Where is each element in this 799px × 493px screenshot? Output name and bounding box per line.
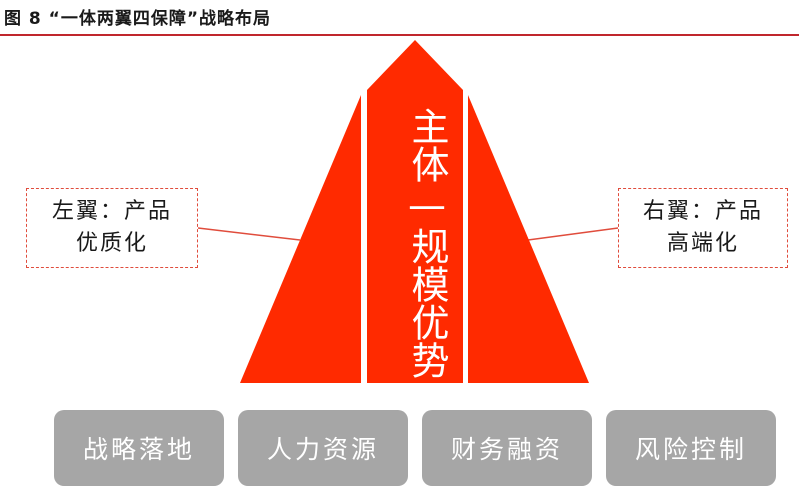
figure-title: 图 8 “一体两翼四保障”战略布局 (4, 9, 272, 29)
left-wing-line2: 优质化 (75, 231, 148, 256)
pillar-human-resources: 人力资源 (238, 410, 408, 486)
center-arrow-shape (367, 40, 463, 383)
pillar-strategy-implementation: 战略落地 (54, 410, 224, 486)
right-wing-line1: 右翼：产品 (642, 199, 763, 224)
right-connector-line (527, 227, 619, 241)
right-wing-line2: 高端化 (666, 231, 739, 256)
left-wing-shape (240, 95, 361, 383)
left-wing-line1: 左翼：产品 (51, 199, 172, 224)
title-rule (0, 34, 799, 36)
center-label: 主体—规模优势 (405, 107, 449, 379)
right-wing-callout: 右翼：产品 高端化 (618, 188, 788, 268)
left-wing-callout: 左翼：产品 优质化 (26, 188, 198, 268)
pillar-financing: 财务融资 (422, 410, 592, 486)
right-wing-shape (468, 95, 589, 383)
pillar-risk-control: 风险控制 (606, 410, 776, 486)
left-connector-line (197, 227, 301, 241)
